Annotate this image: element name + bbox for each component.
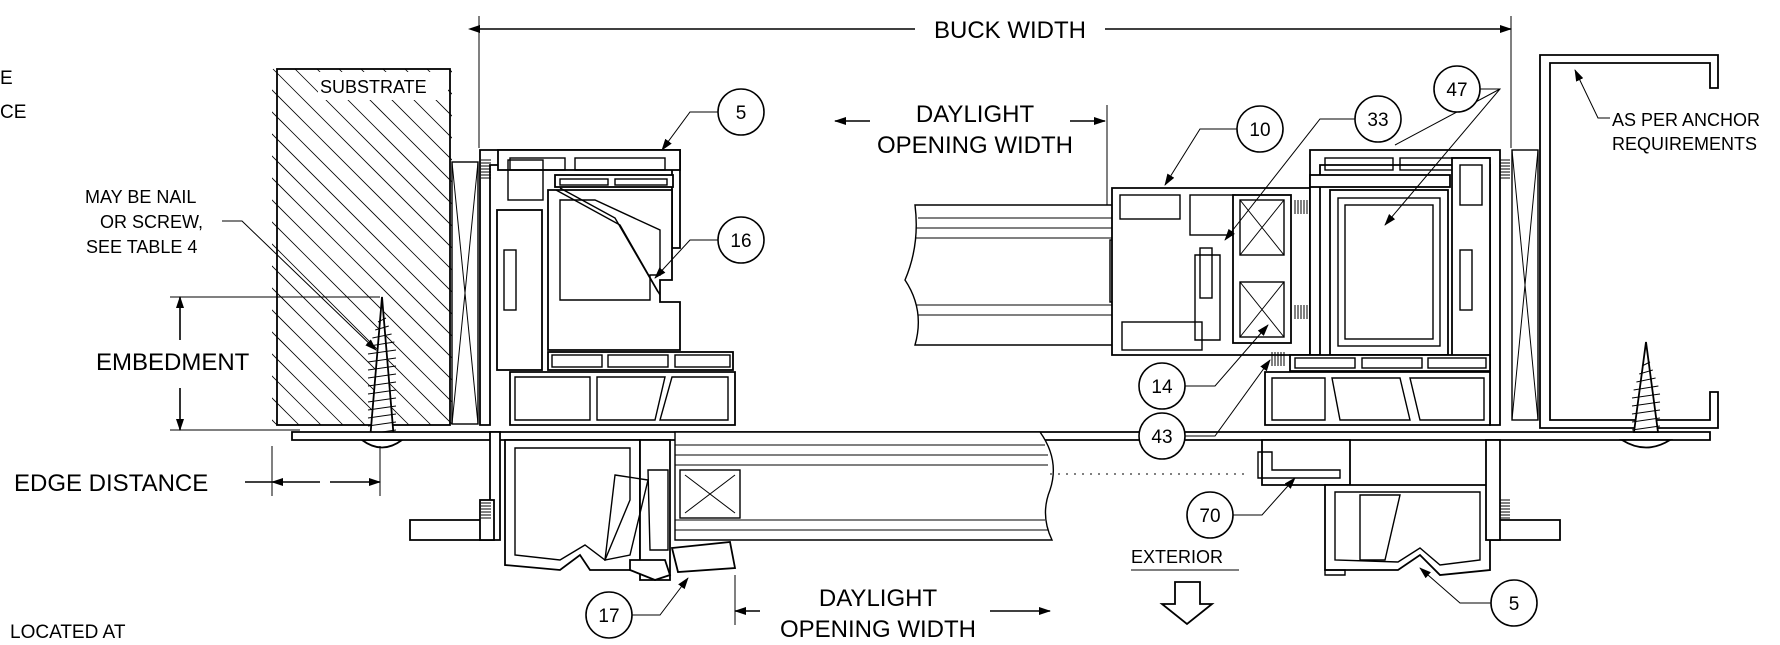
callout-10: 10 bbox=[1164, 105, 1284, 186]
daylight-top-label-1: DAYLIGHT bbox=[916, 101, 1035, 128]
frame-weatherstrip-right bbox=[1271, 159, 1510, 519]
daylight-top-label-2: OPENING WIDTH bbox=[877, 132, 1073, 159]
exterior-indicator: EXTERIOR bbox=[1131, 547, 1239, 626]
callout-label: 5 bbox=[1509, 594, 1520, 615]
daylight-top-dimension: DAYLIGHT OPENING WIDTH bbox=[834, 101, 1108, 208]
bottom-glazing-left bbox=[674, 431, 1054, 541]
callout-43: 43 bbox=[1138, 359, 1271, 460]
right-frame-profile bbox=[1111, 149, 1561, 576]
edge-distance-dimension: EDGE DISTANCE bbox=[14, 446, 381, 497]
callout-14: 14 bbox=[1138, 324, 1269, 410]
embedment-label: EMBEDMENT bbox=[96, 349, 250, 376]
partial-label-1: E bbox=[0, 68, 13, 89]
callout-label: 33 bbox=[1367, 110, 1388, 131]
embedment-dimension: EMBEDMENT bbox=[96, 296, 380, 431]
callout-label: 10 bbox=[1249, 120, 1270, 141]
substrate-label: SUBSTRATE bbox=[320, 77, 427, 97]
callout-5-top: 5 bbox=[661, 88, 765, 151]
callout-5-bottom: 5 bbox=[1419, 567, 1538, 627]
callout-label: 14 bbox=[1151, 377, 1173, 398]
partial-label-bottom: LOCATED AT bbox=[10, 622, 126, 643]
nail-note-line-3: SEE TABLE 4 bbox=[86, 237, 197, 257]
callout-17: 17 bbox=[585, 577, 689, 639]
frame-weatherstrip-left bbox=[481, 159, 491, 519]
edge-distance-label: EDGE DISTANCE bbox=[14, 470, 208, 497]
callout-70: 70 bbox=[1186, 477, 1296, 539]
exterior-arrow-icon bbox=[1159, 581, 1215, 626]
callout-47: 47 bbox=[1384, 65, 1502, 226]
nail-note-line-1: MAY BE NAIL bbox=[85, 187, 196, 207]
exterior-label: EXTERIOR bbox=[1131, 547, 1223, 567]
callout-33: 33 bbox=[1224, 95, 1402, 241]
daylight-bottom-label-1: DAYLIGHT bbox=[819, 585, 938, 612]
left-frame-profile bbox=[291, 149, 1711, 581]
callout-label: 16 bbox=[730, 231, 751, 252]
partial-label-2: CE bbox=[0, 102, 26, 123]
callout-label: 70 bbox=[1199, 506, 1220, 527]
anchor-note-line-1: AS PER ANCHOR bbox=[1612, 110, 1760, 130]
callout-16: 16 bbox=[654, 216, 765, 279]
right-anchor-bracket bbox=[1511, 54, 1719, 449]
buck-width-label: BUCK WIDTH bbox=[934, 17, 1086, 44]
daylight-bottom-label-2: OPENING WIDTH bbox=[780, 616, 976, 643]
daylight-bottom-dimension: DAYLIGHT OPENING WIDTH bbox=[734, 575, 1051, 643]
substrate-wall: SUBSTRATE bbox=[272, 68, 479, 426]
anchor-note-line-2: REQUIREMENTS bbox=[1612, 134, 1757, 154]
callout-label: 47 bbox=[1446, 80, 1467, 101]
callout-label: 5 bbox=[736, 103, 747, 124]
callout-label: 43 bbox=[1151, 427, 1172, 448]
buck-width-dimension: BUCK WIDTH bbox=[468, 16, 1512, 148]
callout-label: 17 bbox=[598, 606, 619, 627]
nail-note-line-2: OR SCREW, bbox=[100, 212, 203, 232]
